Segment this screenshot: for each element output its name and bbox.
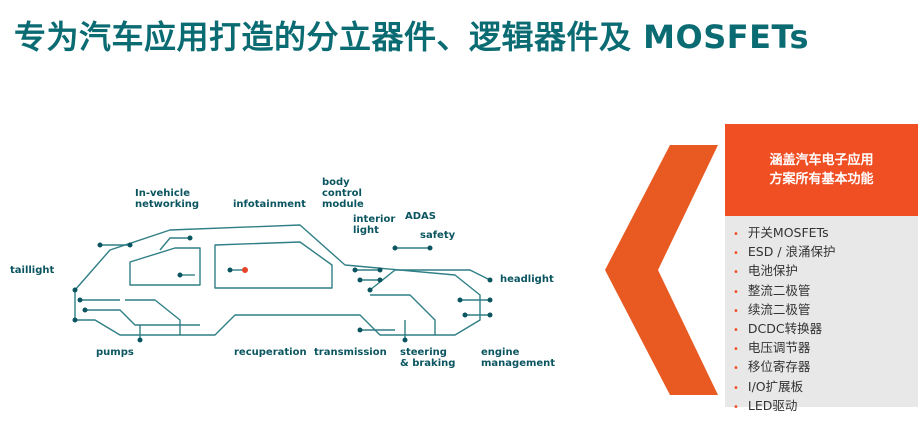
label-interior-light: interior light (353, 214, 396, 236)
label-adas: ADAS (405, 211, 436, 222)
list-item: •开关MOSFETs (733, 225, 829, 240)
list-item: •续流二极管 (733, 301, 811, 317)
chevron-left-icon (605, 145, 718, 395)
label-in-vehicle: In-vehicle networking (135, 188, 200, 210)
panel-header: 涵盖汽车电子应用 方案所有基本功能 (725, 124, 918, 216)
list-item: •ESD / 浪涌保护 (733, 244, 836, 260)
feature-panel: •开关MOSFETs •ESD / 浪涌保护 •电池保护 •整流二极管 •续流二… (725, 216, 918, 413)
label-body-control: body control module (322, 177, 364, 210)
list-item: •电压调节器 (733, 340, 811, 356)
list-item: •电池保护 (733, 263, 798, 279)
label-engine: engine management (481, 347, 556, 369)
feature-list: •开关MOSFETs •ESD / 浪涌保护 •电池保护 •整流二极管 •续流二… (725, 216, 918, 416)
highlight-dot (242, 267, 248, 273)
label-infotainment: infotainment (233, 199, 306, 210)
label-steering: steering & braking (400, 347, 456, 369)
page-title: 专为汽车应用打造的分立器件、逻辑器件及 MOSFETs (14, 18, 810, 56)
label-safety: safety (420, 230, 456, 241)
label-headlight: headlight (500, 274, 554, 285)
car-circuit-diagram (72, 224, 493, 343)
list-item: •整流二极管 (733, 282, 811, 298)
list-item: •LED驱动 (733, 397, 798, 413)
list-item: •移位寄存器 (733, 359, 811, 375)
label-transmission: transmission (314, 347, 387, 358)
list-item: •DCDC转换器 (733, 321, 823, 337)
label-taillight: taillight (10, 265, 55, 276)
label-recuperation: recuperation (234, 347, 307, 358)
list-item: •I/O扩展板 (733, 378, 804, 394)
label-pumps: pumps (96, 347, 134, 358)
